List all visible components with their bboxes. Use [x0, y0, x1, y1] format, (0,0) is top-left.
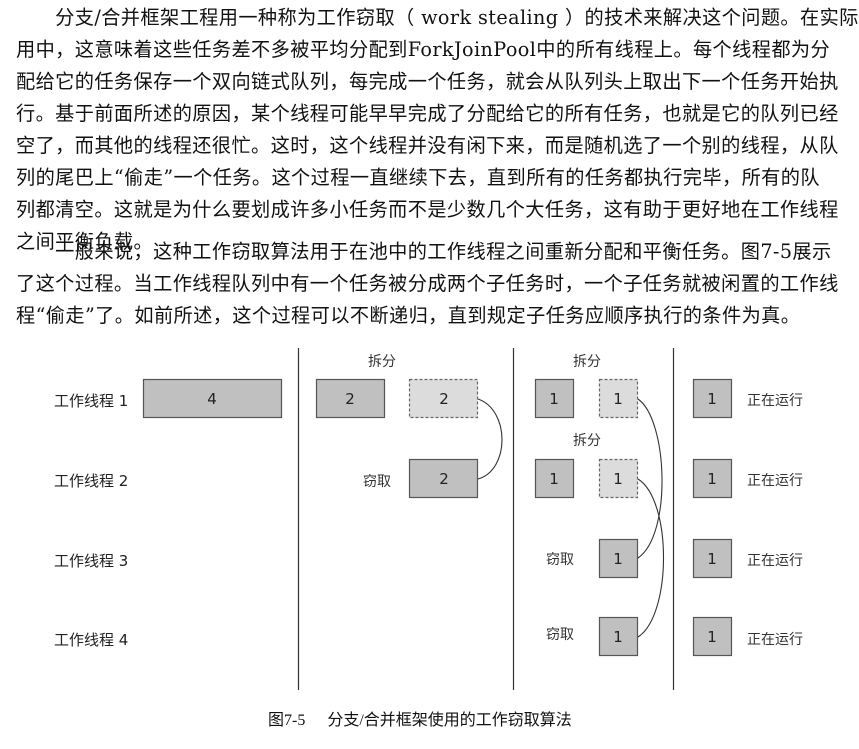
- running-task-box: [692, 616, 733, 657]
- text-line: 用中，这意味着这些任务差不多被平均分配到ForkJoinPool中的所有线程上。…: [16, 38, 831, 61]
- split-label: 拆分: [368, 354, 396, 370]
- steal-arrow: [637, 478, 665, 638]
- steal-label: 窃取: [546, 552, 574, 568]
- task-box: [315, 378, 386, 419]
- task-size: 1: [613, 390, 623, 408]
- task-size: 1: [707, 390, 717, 408]
- text-line: 分支/合并框架工程用一种称为工作窃取（ work stealing ）的技术来解…: [16, 6, 859, 29]
- task-size: 1: [549, 470, 559, 488]
- stolen-task-box: [408, 458, 479, 499]
- split-task-box: [598, 378, 639, 419]
- split-task-box: [598, 458, 639, 499]
- task-size: 1: [549, 390, 559, 408]
- text-line: 之间平衡负载。: [16, 230, 154, 253]
- text-line: 程“偷走”了。如前所述，这个过程可以不断递归，直到规定子任务应顺序执行的条件为真…: [16, 304, 801, 327]
- text-line: 空了，而其他的线程还很忙。这时，这个线程并没有闲下来，而是随机选了一个别的线程，…: [16, 134, 839, 157]
- running-label: 正在运行: [747, 473, 803, 489]
- task-size: 1: [707, 470, 717, 488]
- task-size: 1: [707, 550, 717, 568]
- text-line: 配给它的任务保存一个双向链式队列，每完成一个任务，就会从队列头上取出下一个任务开…: [16, 70, 839, 93]
- task-size: 2: [439, 390, 449, 408]
- task-size: 1: [613, 470, 623, 488]
- paragraph-work-stealing: 分支/合并框架工程用一种称为工作窃取（ work stealing ）的技术来解…: [16, 2, 859, 258]
- paragraph-algorithm-summary: 一般来说，这种工作窃取算法用于在池中的工作线程之间重新分配和平衡任务。图7-5展…: [16, 236, 846, 332]
- running-label: 正在运行: [747, 632, 803, 648]
- text-line: 了这个过程。当工作线程队列中有一个任务被分成两个子任务时，一个子任务就被闲置的工…: [16, 272, 839, 295]
- task-size: 1: [613, 550, 623, 568]
- task-box: [534, 378, 575, 419]
- steal-label: 窃取: [546, 627, 574, 643]
- running-task-box: [692, 458, 733, 499]
- figure-title: 分支/合并框架使用的工作窃取算法: [327, 712, 572, 729]
- figure-number: 图7-5: [268, 712, 306, 729]
- worker-label-2: 工作线程 2: [54, 472, 128, 490]
- steal-arrow: [637, 398, 663, 559]
- stolen-task-box: [598, 616, 639, 657]
- split-label: 拆分: [573, 354, 601, 370]
- task-box: [142, 378, 283, 419]
- text-line: 行。基于前面所述的原因，某个线程可能早早完成了分配给它的所有任务，也就是它的队列…: [16, 102, 839, 125]
- worker-label-4: 工作线程 4: [54, 631, 128, 649]
- running-task-box: [692, 538, 733, 579]
- task-size: 4: [207, 390, 217, 408]
- stolen-task-box: [598, 538, 639, 579]
- split-task-box: [408, 378, 479, 419]
- worker-label-3: 工作线程 3: [54, 552, 128, 570]
- worker-label-1: 工作线程 1: [54, 392, 128, 410]
- task-box: [534, 458, 575, 499]
- steal-arrow: [477, 398, 503, 480]
- split-label: 拆分: [573, 433, 601, 449]
- task-size: 2: [439, 470, 449, 488]
- running-label: 正在运行: [747, 393, 803, 409]
- task-size: 1: [613, 628, 623, 646]
- task-size: 1: [707, 628, 717, 646]
- task-size: 2: [345, 390, 355, 408]
- figure-caption: 图7-5 分支/合并框架使用的工作窃取算法: [268, 706, 572, 730]
- text-line: 一般来说，这种工作窃取算法用于在池中的工作线程之间重新分配和平衡任务。图7-5展…: [16, 240, 832, 263]
- running-task-box: [692, 378, 733, 419]
- text-line: 列的尾巴上“偷走”一个任务。这个过程一直继续下去，直到所有的任务都执行完毕，所有…: [16, 166, 820, 189]
- steal-label: 窃取: [363, 474, 391, 490]
- running-label: 正在运行: [747, 553, 803, 569]
- text-line: 列都清空。这就是为什么要划成许多小任务而不是少数几个大任务，这有助于更好地在工作…: [16, 198, 839, 221]
